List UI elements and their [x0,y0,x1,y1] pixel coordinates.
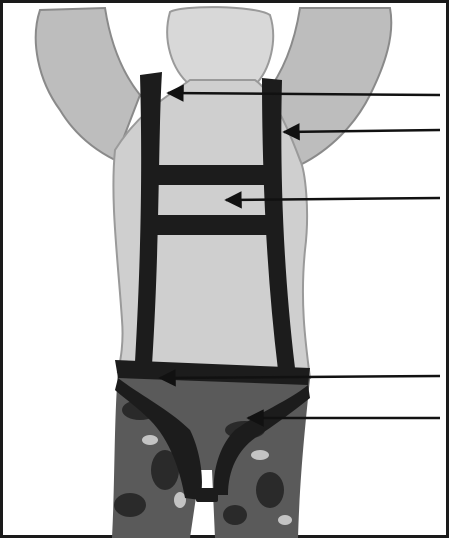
back-d-ring-buckle [196,488,218,502]
chest-strap-lower [152,215,280,235]
chest-strap-upper [152,165,280,185]
head [167,7,273,85]
